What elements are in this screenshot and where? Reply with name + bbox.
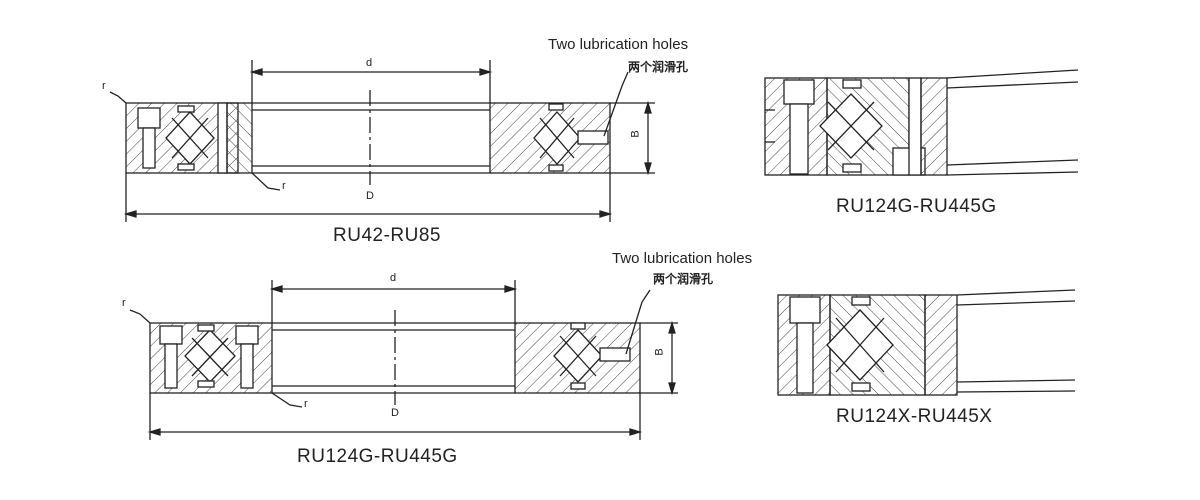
width-dimension-label: B: [629, 130, 642, 138]
lubrication-note-cn: 两个润滑孔: [628, 60, 689, 74]
caption-ru124g-bottom: RU124G-RU445G: [297, 446, 458, 467]
seal-top: [177, 105, 195, 113]
seal-bottom: [177, 163, 195, 171]
lubrication-note-cn: 两个润滑孔: [653, 272, 714, 286]
view-ru124g-bottom: [129, 280, 678, 440]
view-ru124g-top: [764, 69, 1079, 176]
lubrication-note-en: Two lubrication holes: [612, 250, 753, 267]
width-dimension-label: B: [653, 348, 666, 356]
view-ru42-ru85: [109, 60, 655, 222]
bolt-hole: [142, 127, 156, 169]
lubrication-note-en: Two lubrication holes: [548, 36, 689, 53]
radius-label: r: [282, 180, 286, 192]
outer-dimension-label: D: [391, 407, 399, 419]
radius-label: r: [304, 398, 308, 410]
view-ru124x: [777, 289, 1076, 396]
caption-ru124x: RU124X-RU445X: [836, 406, 993, 427]
bolt-counterbore: [137, 107, 161, 129]
caption-ru42-ru85: RU42-RU85: [333, 225, 441, 246]
radius-label: r: [122, 297, 126, 309]
lubrication-hole: [599, 347, 631, 362]
bore-dimension-label: d: [366, 57, 373, 69]
radius-label: r: [102, 80, 106, 92]
outer-dimension-label: D: [366, 190, 374, 202]
inner-ring-section: [226, 102, 253, 174]
caption-ru124g-top: RU124G-RU445G: [836, 196, 997, 217]
inner-ring-split: [217, 102, 228, 174]
lubrication-hole: [577, 130, 609, 145]
bore-dimension-label: d: [390, 272, 397, 284]
